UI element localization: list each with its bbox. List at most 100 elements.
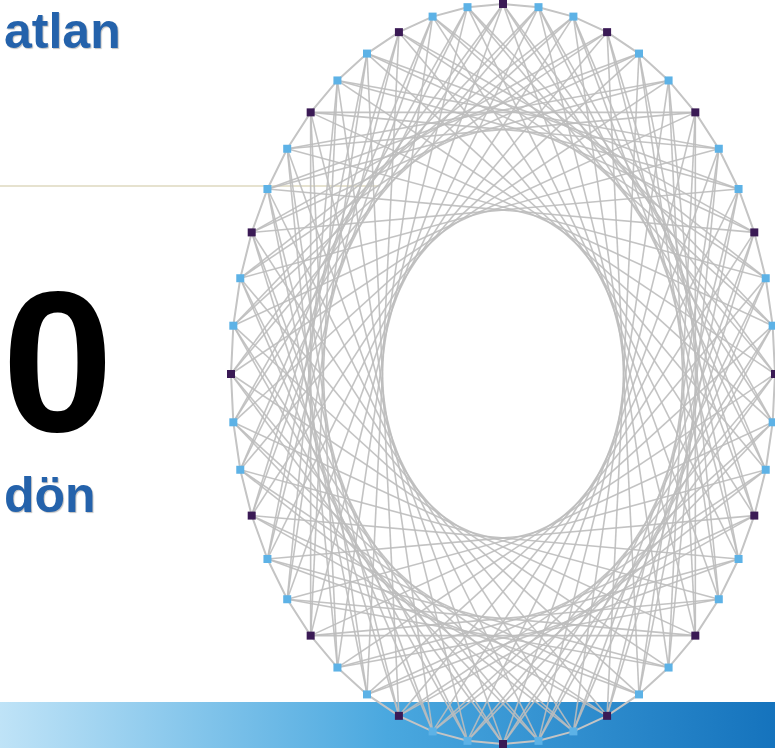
string-line (267, 559, 668, 668)
pin-dot (499, 740, 507, 748)
string-art (227, 0, 775, 748)
pin-dot (429, 727, 437, 735)
string-line (573, 17, 754, 516)
pin-dot (771, 370, 775, 378)
string-line (503, 4, 775, 374)
string-line (539, 112, 696, 740)
string-line (240, 7, 467, 470)
string-line (233, 326, 467, 741)
pin-dot (236, 466, 244, 474)
pin-dot (307, 632, 315, 640)
string-line (252, 516, 607, 716)
string-line (573, 232, 754, 731)
pin-dot (762, 466, 770, 474)
string-line (233, 4, 503, 422)
pin-dot (229, 418, 237, 426)
string-line (433, 470, 766, 732)
string-line (639, 149, 719, 695)
pin-dot (307, 108, 315, 116)
pin-dot (603, 28, 611, 36)
string-line (231, 374, 539, 741)
pin-dot (333, 664, 341, 672)
pin-dot (395, 712, 403, 720)
pin-dot (769, 322, 775, 330)
pin-dot (603, 712, 611, 720)
pin-dot (535, 3, 543, 11)
string-line (539, 326, 773, 741)
string-line (287, 149, 337, 668)
pin-dot (333, 76, 341, 84)
string-line (311, 112, 773, 325)
string-line (240, 149, 719, 278)
string-line (503, 374, 775, 744)
pin-dot (769, 418, 775, 426)
string-line (367, 54, 739, 189)
pin-dot (429, 13, 437, 21)
string-line (433, 422, 773, 731)
pin-dot (715, 145, 723, 153)
pin-dot (665, 664, 673, 672)
rule-line (0, 185, 380, 187)
string-line (267, 189, 367, 694)
string-line (639, 189, 739, 694)
string-line (311, 112, 719, 148)
string-line (240, 470, 719, 599)
pin-dot (395, 28, 403, 36)
string-line (669, 112, 696, 667)
pin-dot (691, 108, 699, 116)
pin-dot (750, 512, 758, 520)
string-line (240, 17, 573, 279)
string-line (287, 80, 668, 148)
pin-dot (535, 737, 543, 745)
string-line (233, 7, 538, 326)
string-line (240, 278, 467, 741)
pin-dot (691, 632, 699, 640)
string-line (607, 189, 738, 716)
string-line (399, 32, 754, 232)
string-line (233, 17, 573, 326)
string-line (669, 80, 696, 635)
string-line (573, 17, 668, 668)
string-line (267, 54, 367, 559)
pin-dot (236, 274, 244, 282)
string-line (267, 32, 398, 559)
pin-dot (363, 50, 371, 58)
string-line (287, 54, 367, 600)
string-line (311, 80, 338, 635)
pin-dot (463, 737, 471, 745)
string-line (399, 32, 766, 278)
string-line (267, 559, 639, 694)
string-line (399, 470, 766, 716)
string-line (252, 516, 639, 695)
string-line (252, 232, 433, 731)
string-line (539, 278, 766, 741)
string-line (367, 54, 754, 233)
pin-dot (263, 185, 271, 193)
string-line (311, 635, 696, 637)
pin-dot (363, 690, 371, 698)
string-line (669, 80, 719, 599)
string-line (467, 422, 772, 741)
subtitle-fragment: dön (4, 470, 96, 520)
string-line (231, 4, 503, 374)
string-line (539, 7, 773, 422)
pin-dot (263, 555, 271, 563)
pin-dot (569, 727, 577, 735)
big-number: 0 (2, 262, 113, 462)
string-line (233, 422, 695, 635)
pin-dot (227, 370, 235, 378)
pin-dot (762, 274, 770, 282)
string-line (240, 470, 573, 732)
pin-dot (750, 228, 758, 236)
pin-dot (499, 0, 507, 8)
pin-dot (283, 145, 291, 153)
string-line (311, 7, 468, 635)
string-line (467, 7, 775, 374)
string-line (252, 32, 607, 232)
string-line (287, 470, 766, 599)
string-line (433, 17, 766, 279)
string-line (311, 112, 468, 740)
string-line (233, 422, 538, 741)
